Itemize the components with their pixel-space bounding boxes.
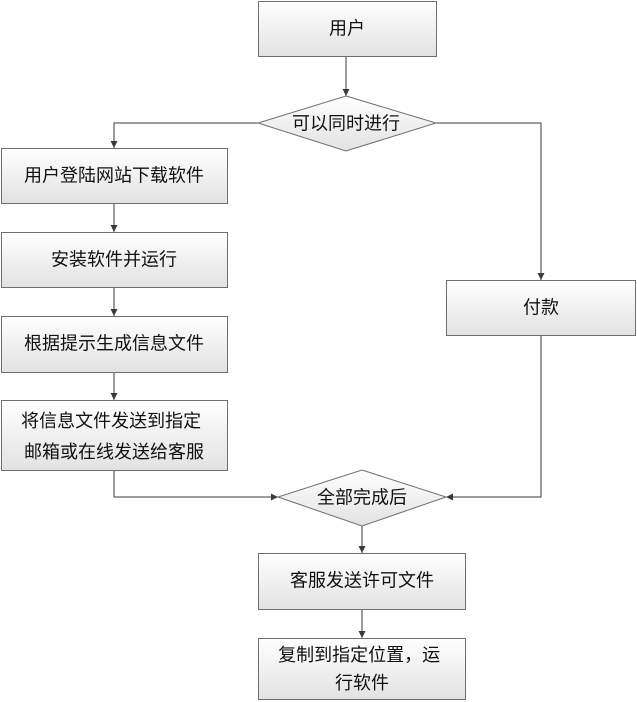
node-user: 用户	[258, 1, 437, 57]
node-license: 客服发送许可文件	[258, 553, 466, 610]
node-install-label: 安装软件并运行	[51, 250, 177, 271]
node-send-label-line-1: 将信息文件发送到指定	[21, 411, 201, 432]
node-user-label: 用户	[329, 19, 365, 40]
arrow-pay-to-all-done	[446, 335, 542, 501]
node-generate: 根据提示生成信息文件	[1, 316, 228, 373]
arrow-send-to-all-done	[113, 470, 278, 501]
node-copy-label-line-2: 行软件	[335, 673, 389, 694]
node-pay: 付款	[446, 280, 636, 336]
node-send-label: 将信息文件发送到指定 邮箱或在线发送给客服	[21, 411, 207, 463]
node-download-box	[1, 148, 228, 204]
node-generate-label: 根据提示生成信息文件	[24, 334, 204, 355]
arrow-parallel-to-download	[110, 122, 258, 148]
node-copy-label: 复制到指定位置，运 行软件	[278, 645, 446, 694]
decision-parallel: 可以同时进行	[256, 95, 438, 152]
node-license-label: 客服发送许可文件	[290, 571, 434, 592]
node-download-label: 用户登陆网站下载软件	[24, 166, 204, 187]
node-download: 用户登陆网站下载软件	[1, 148, 228, 204]
node-license-box	[258, 553, 466, 610]
decision-parallel-label: 可以同时进行	[292, 114, 400, 135]
node-user-box	[258, 1, 437, 57]
node-copy: 复制到指定位置，运 行软件	[258, 638, 466, 700]
node-copy-box	[258, 638, 466, 700]
node-generate-box	[1, 316, 228, 373]
node-send-label-line-2: 邮箱或在线发送给客服	[24, 442, 204, 463]
node-pay-box	[446, 280, 636, 336]
node-send: 将信息文件发送到指定 邮箱或在线发送给客服	[1, 400, 228, 471]
decision-all-done-diamond	[276, 469, 448, 527]
decision-parallel-diamond	[256, 95, 438, 152]
node-send-box	[1, 400, 228, 471]
node-install-box	[1, 232, 228, 288]
decision-all-done-label: 全部完成后	[317, 488, 407, 509]
arrow-parallel-to-pay	[436, 122, 545, 280]
node-copy-label-line-1: 复制到指定位置，运	[278, 645, 440, 666]
node-pay-label: 付款	[523, 298, 559, 319]
decision-all-done: 全部完成后	[276, 469, 448, 527]
node-install: 安装软件并运行	[1, 232, 228, 288]
